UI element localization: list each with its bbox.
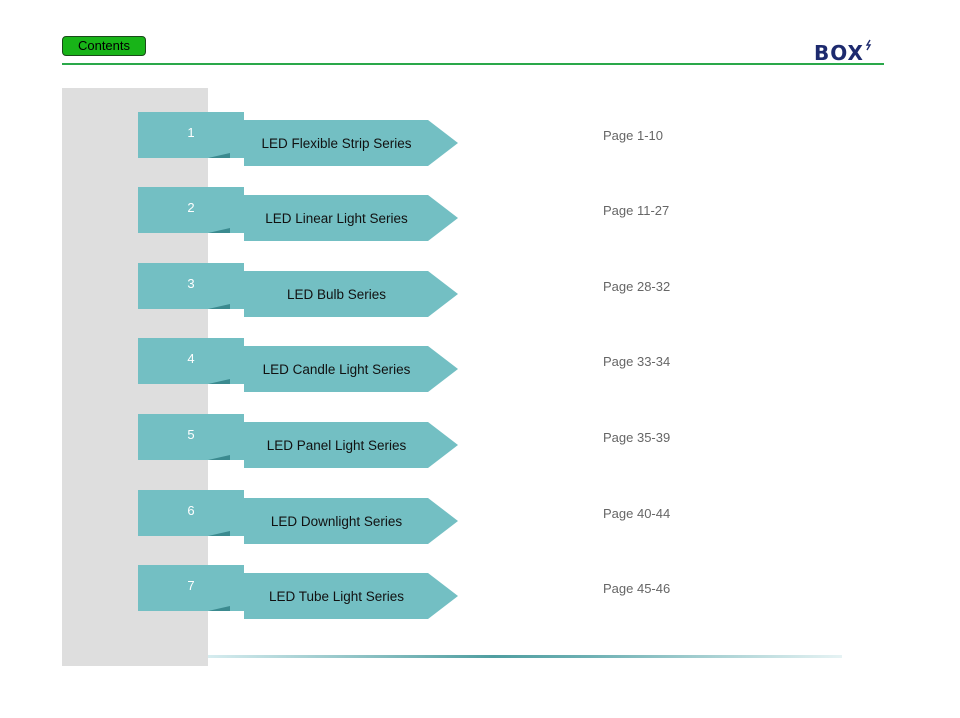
toc-arrow	[244, 271, 458, 317]
toc-title: LED Flexible Strip Series	[261, 136, 412, 151]
toc-title: LED Candle Light Series	[262, 362, 411, 377]
toc-page-range: Page 28-32	[603, 279, 671, 294]
toc-arrow	[244, 573, 458, 619]
tab-fold	[208, 153, 230, 158]
toc-number: 1	[187, 125, 195, 140]
toc-page-range: Page 45-46	[603, 581, 671, 596]
toc-number: 5	[187, 427, 195, 442]
header-divider	[62, 63, 884, 65]
tab-fold	[208, 304, 230, 309]
toc-page-range: Page 33-34	[603, 354, 671, 369]
toc-number-tab: 4	[138, 338, 244, 384]
toc-title: LED Linear Light Series	[265, 211, 408, 226]
tab-fold	[208, 606, 230, 611]
toc-number-tab: 1	[138, 112, 244, 158]
toc-number: 3	[187, 276, 195, 291]
tab-fold	[208, 531, 230, 536]
toc-page-range: Page 40-44	[603, 506, 671, 521]
toc-number-tab: 3	[138, 263, 244, 309]
toc-item-2[interactable]: 2 LED Linear Light Series	[138, 187, 468, 241]
footer-divider	[208, 655, 842, 658]
toc-title: LED Bulb Series	[286, 287, 387, 302]
tab-fold	[208, 455, 230, 460]
toc-page-range: Page 1-10	[603, 128, 663, 143]
toc-arrow	[244, 498, 458, 544]
toc-arrow	[244, 120, 458, 166]
toc-item-5[interactable]: 5 LED Panel Light Series	[138, 414, 468, 468]
box-logo: BOX	[812, 36, 878, 65]
toc-number: 6	[187, 503, 195, 518]
toc-number-tab: 7	[138, 565, 244, 611]
toc-title: LED Panel Light Series	[266, 438, 407, 453]
contents-button[interactable]: Contents	[62, 36, 146, 56]
toc-number: 2	[187, 200, 195, 215]
toc-item-3[interactable]: 3 LED Bulb Series	[138, 263, 468, 317]
toc-number: 4	[187, 351, 195, 366]
toc-arrow	[244, 195, 458, 241]
tab-fold	[208, 379, 230, 384]
toc-arrow	[244, 422, 458, 468]
toc-number-tab: 2	[138, 187, 244, 233]
toc-item-4[interactable]: 4 LED Candle Light Series	[138, 338, 468, 392]
toc-number-tab: 5	[138, 414, 244, 460]
toc-title: LED Tube Light Series	[268, 589, 405, 604]
svg-text:BOX: BOX	[814, 41, 864, 64]
toc-item-6[interactable]: 6 LED Downlight Series	[138, 490, 468, 544]
toc-number-tab: 6	[138, 490, 244, 536]
toc-item-7[interactable]: 7 LED Tube Light Series	[138, 565, 468, 619]
toc-arrow	[244, 346, 458, 392]
toc-number: 7	[187, 578, 195, 593]
toc-item-1[interactable]: 1 LED Flexible Strip Series	[138, 112, 468, 166]
toc-page-range: Page 35-39	[603, 430, 671, 445]
toc-title: LED Downlight Series	[270, 514, 403, 529]
toc-page-range: Page 11-27	[603, 203, 670, 218]
tab-fold	[208, 228, 230, 233]
